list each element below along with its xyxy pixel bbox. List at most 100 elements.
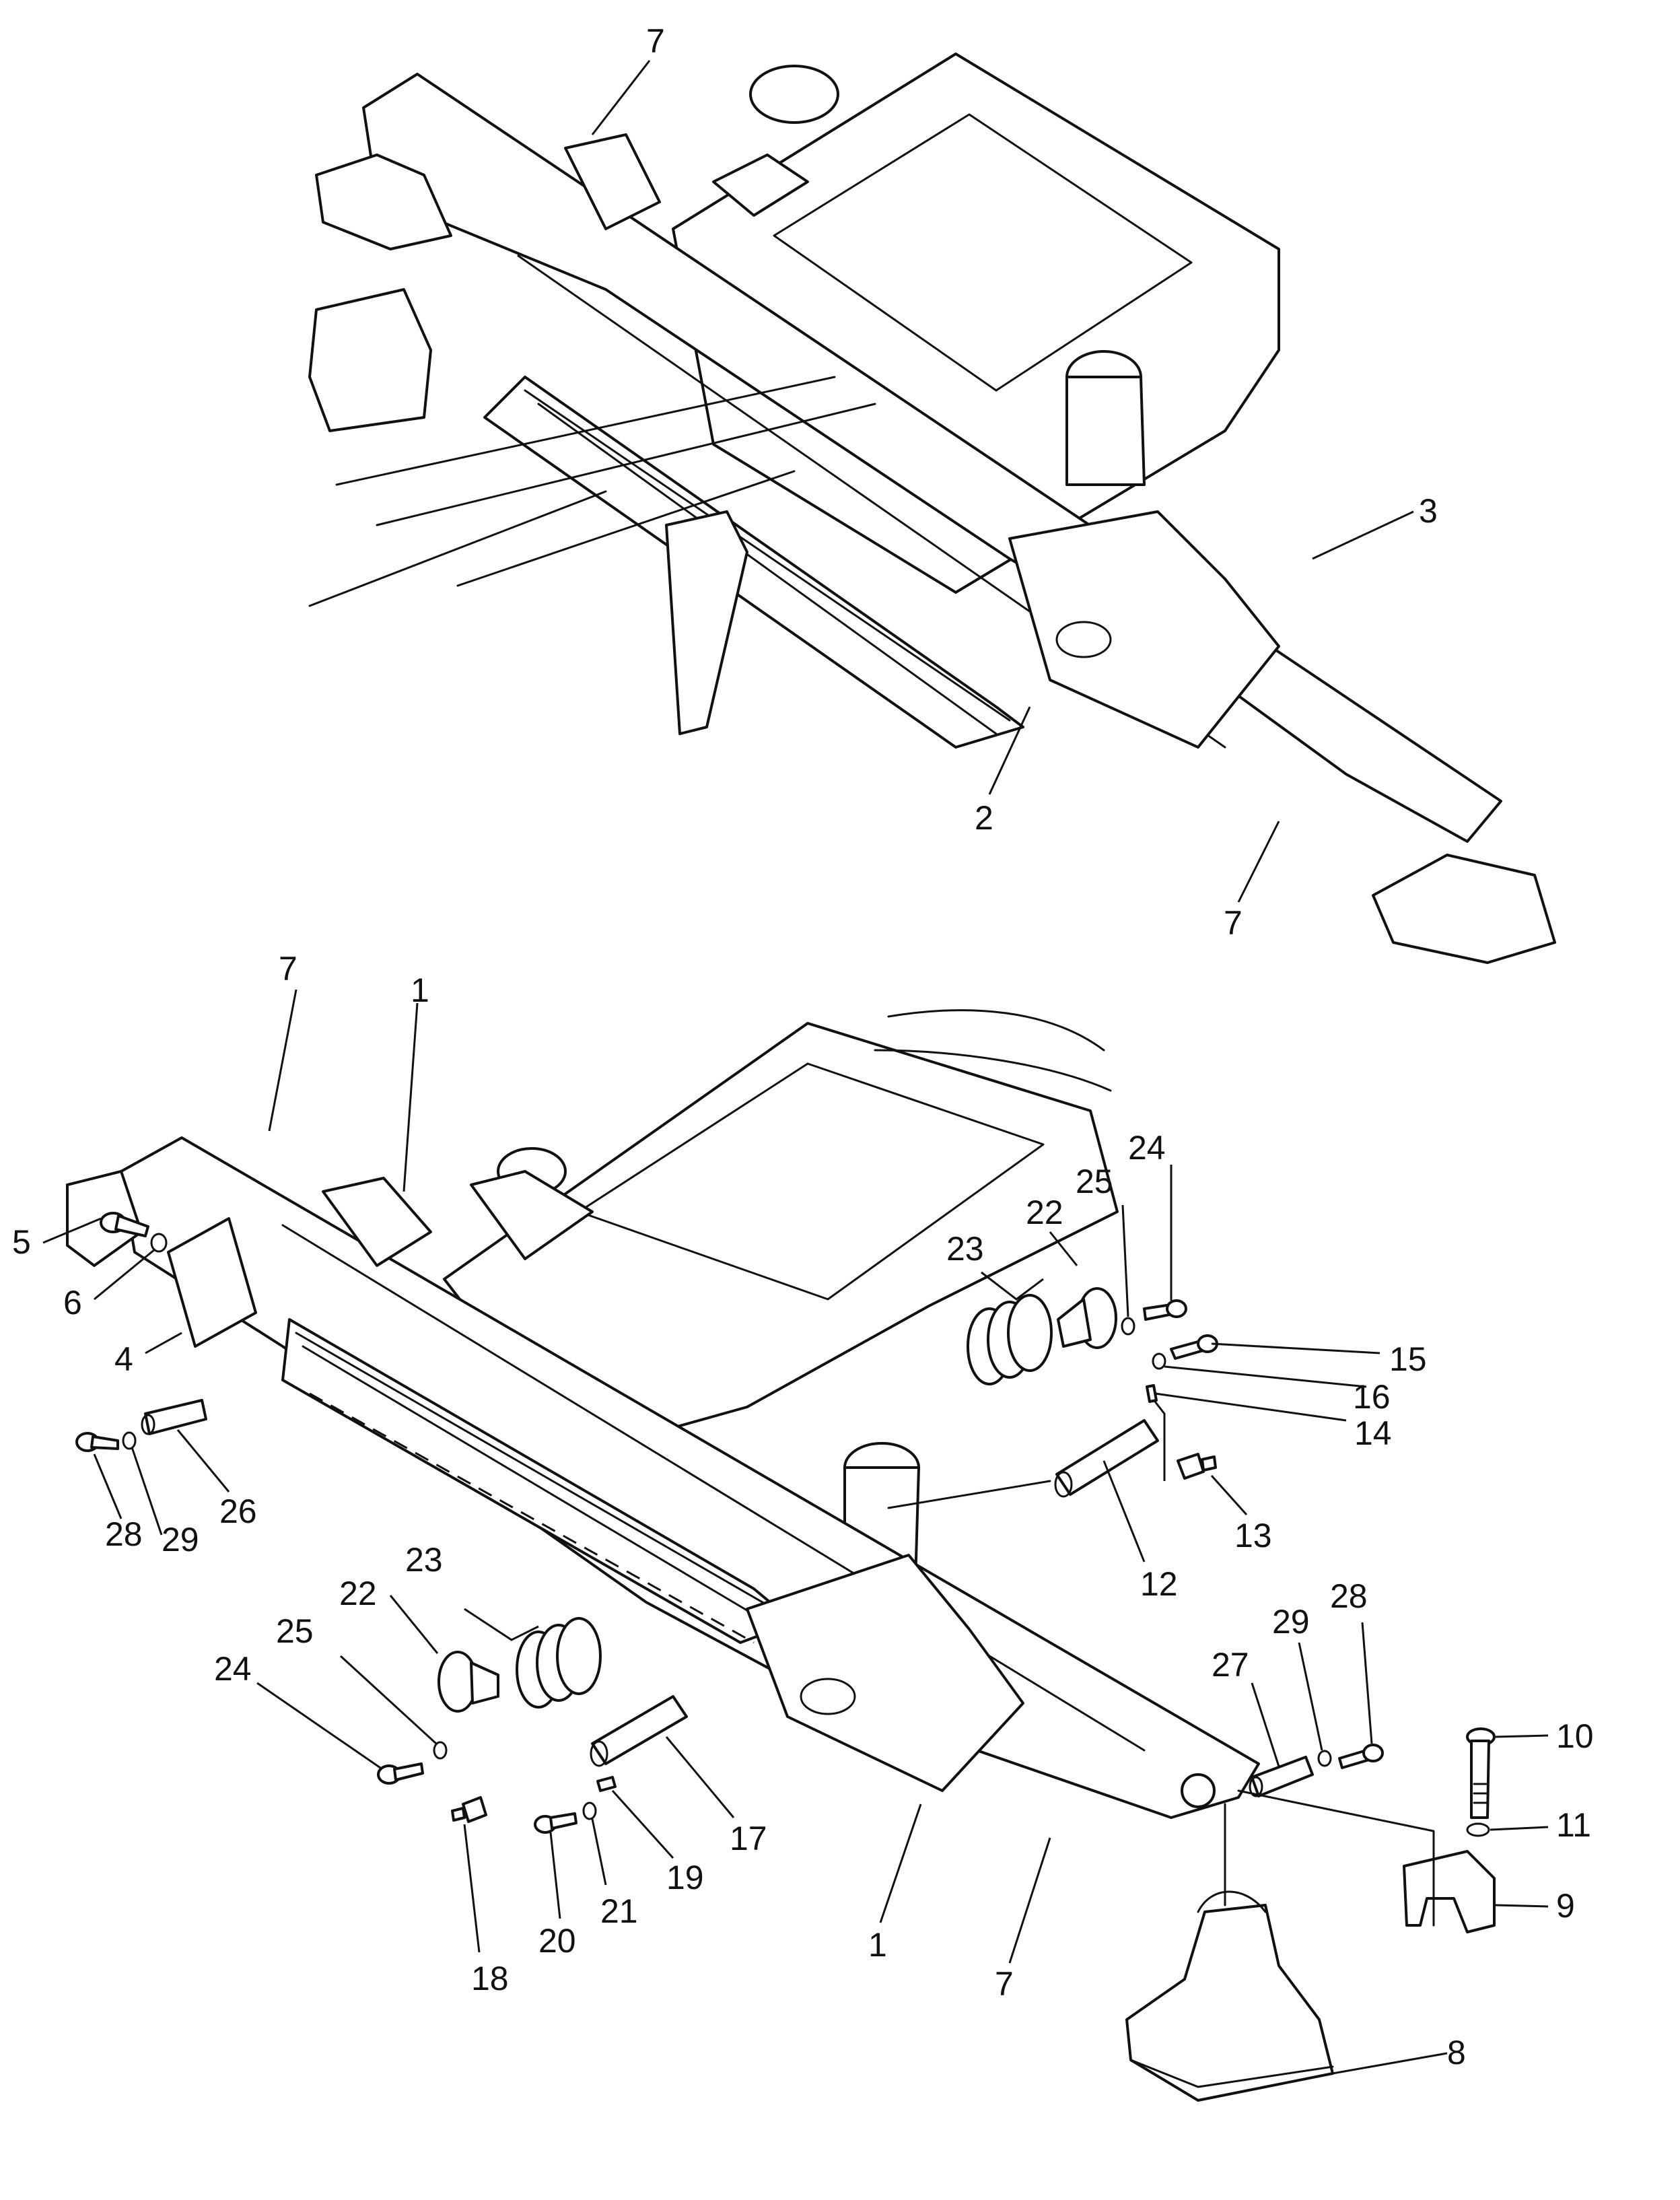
- part-28-bolt-right: [1338, 1744, 1384, 1769]
- top-leader-3: [1312, 510, 1414, 560]
- top-callout-3: 3: [1419, 492, 1438, 530]
- part-4-plate: [167, 1217, 257, 1348]
- leader-25-right: [1121, 1204, 1129, 1317]
- top-pivot-yoke: [1008, 510, 1280, 749]
- leader-1-top: [403, 1002, 419, 1192]
- part-17-pin: [591, 1695, 688, 1765]
- part-20-bolt: [534, 1812, 578, 1834]
- part-26-pin-end: [141, 1414, 155, 1435]
- part-19-plate: [596, 1776, 617, 1792]
- top-equalizer-bar: [483, 376, 1024, 749]
- part-6-washer: [150, 1233, 168, 1253]
- top-leader-2: [988, 706, 1031, 795]
- part-24-bolt-left: [377, 1762, 424, 1785]
- leader-15: [1211, 1342, 1380, 1354]
- callout-11: 11: [1556, 1806, 1591, 1844]
- part-13-fitting: [1177, 1453, 1217, 1480]
- leader-21: [591, 1818, 607, 1886]
- leader-22-right: [1049, 1231, 1078, 1266]
- leader-19: [611, 1789, 674, 1859]
- top-tank-left: [712, 153, 809, 217]
- leader-23-right: [981, 1271, 1044, 1301]
- part-9-cap: [1403, 1850, 1496, 1933]
- callout-28-left: 28: [105, 1515, 143, 1553]
- leader-16: [1164, 1365, 1367, 1388]
- part-24-bolt-right: [1143, 1299, 1187, 1321]
- top-callout-7b: 7: [1224, 904, 1242, 942]
- bottom-frame-opening: [578, 1062, 1045, 1301]
- top-callout-2: 2: [975, 799, 993, 837]
- part-26-pin: [144, 1399, 207, 1435]
- part-17-pin-end: [590, 1740, 608, 1767]
- top-spring-leaves: [524, 389, 1011, 735]
- leader-8: [1332, 2052, 1448, 2075]
- bottom-equalizer-dash: [309, 1392, 755, 1644]
- callout-23-left: 23: [405, 1541, 443, 1579]
- part-11-washer: [1466, 1822, 1490, 1837]
- callout-26: 26: [219, 1492, 257, 1530]
- callout-7-left: 7: [279, 950, 298, 988]
- leader-14: [1154, 1392, 1347, 1481]
- leader-9: [1495, 1904, 1549, 1908]
- part-5-bolt: [100, 1212, 149, 1237]
- callout-9: 9: [1556, 1887, 1575, 1925]
- callout-1-bottom: 1: [868, 1926, 887, 1964]
- part-12-pin-end: [1054, 1471, 1073, 1498]
- bottom-spring-leaves: [295, 1332, 775, 1624]
- callout-17: 17: [730, 1820, 767, 1857]
- callout-16: 16: [1353, 1378, 1391, 1416]
- callout-8: 8: [1447, 2034, 1466, 2071]
- callout-6: 6: [63, 1284, 82, 1321]
- top-leader-7b: [1237, 821, 1280, 903]
- callout-14: 14: [1354, 1414, 1392, 1452]
- bottom-tank: [470, 1170, 594, 1260]
- centerline-right-pin: [887, 1480, 1051, 1509]
- centerline-pedestal: [1224, 1789, 1435, 1927]
- callout-22-left: 22: [339, 1575, 377, 1612]
- top-callout-7a: 7: [646, 22, 665, 60]
- part-8-pedestal: [1125, 1904, 1334, 2102]
- leader-18: [463, 1824, 481, 1953]
- part-25-washer-left: [433, 1741, 448, 1760]
- leader-12: [1102, 1460, 1146, 1562]
- callout-10: 10: [1556, 1717, 1594, 1755]
- top-frame-opening: [773, 113, 1193, 392]
- callout-24-left: 24: [214, 1650, 252, 1688]
- leader-29-left: [131, 1447, 163, 1536]
- callout-19: 19: [666, 1859, 704, 1896]
- bottom-beam-edge: [281, 1224, 1146, 1752]
- leader-1-bottom: [879, 1803, 922, 1923]
- leader-23-left: [464, 1608, 539, 1641]
- callout-27: 27: [1212, 1646, 1249, 1684]
- leader-5: [42, 1217, 102, 1244]
- part-8-saddle: [1197, 1890, 1267, 1913]
- bottom-pivot-hole: [800, 1678, 856, 1715]
- leader-27: [1251, 1682, 1280, 1767]
- callout-7-bottom: 7: [995, 1965, 1014, 2003]
- bottom-right-boss: [1181, 1773, 1216, 1808]
- leader-22-left: [389, 1595, 439, 1654]
- callout-29-left: 29: [162, 1521, 199, 1558]
- part-8-base-line: [1129, 2059, 1334, 2088]
- part-22-flange-right: [1057, 1287, 1117, 1349]
- leader-25-left: [339, 1655, 438, 1745]
- callout-15: 15: [1389, 1340, 1427, 1378]
- top-pedestal-left: [315, 153, 452, 250]
- leader-28-right: [1361, 1622, 1373, 1744]
- top-pivot-hole: [1055, 621, 1112, 658]
- callout-4: 4: [114, 1340, 133, 1378]
- part-29-washer-right: [1317, 1750, 1332, 1767]
- top-lower-rails: [308, 376, 876, 607]
- callout-25-right: 25: [1076, 1163, 1113, 1200]
- bottom-frame-top-outline: [874, 1009, 1112, 1092]
- top-pedestal-right: [1372, 854, 1556, 964]
- leader-7-bottom: [1008, 1837, 1051, 1964]
- bottom-bracket: [322, 1177, 432, 1267]
- part-25-washer-right: [1121, 1317, 1135, 1336]
- leader-11: [1490, 1826, 1549, 1831]
- top-assembly: [308, 53, 1556, 964]
- part-27-pin-end: [1249, 1776, 1263, 1797]
- leader-26: [176, 1429, 230, 1492]
- top-support-post: [665, 510, 748, 735]
- part-22-flange-left: [438, 1651, 499, 1713]
